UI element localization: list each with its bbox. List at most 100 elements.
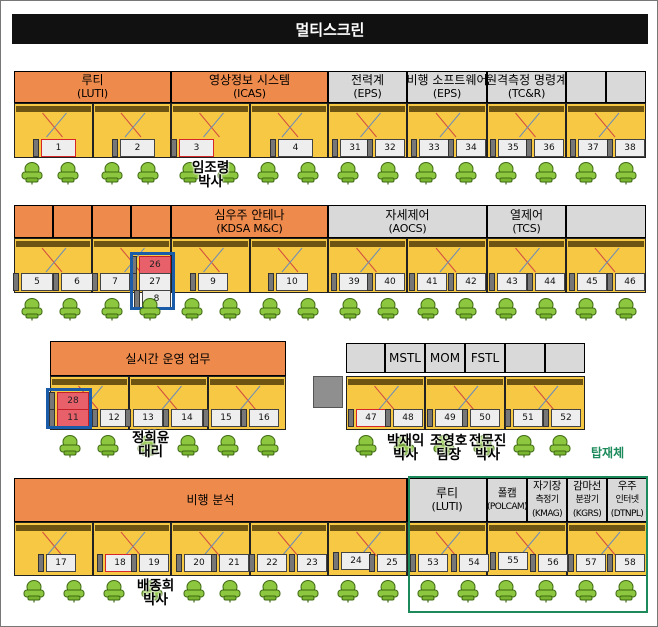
- desk-surface: [507, 379, 583, 385]
- chair-icon: [137, 435, 159, 458]
- chair-icon: [339, 298, 361, 321]
- pc-tower: [411, 139, 417, 157]
- monitor-screen: 24: [341, 552, 371, 570]
- chair-icon: [179, 162, 201, 185]
- pc-tower: [543, 409, 549, 427]
- monitor-screen: 21: [219, 554, 249, 572]
- monitor-screen: 13: [133, 409, 163, 427]
- header-text: 측정기: [535, 495, 559, 505]
- chair-icon: [473, 435, 495, 458]
- desk-surface: [409, 525, 485, 531]
- pc-tower: [333, 552, 339, 570]
- header-h11: MOM: [425, 343, 465, 373]
- header-text: (ICAS): [233, 87, 266, 100]
- pc-tower: [530, 554, 536, 572]
- header-text: MSTL: [389, 351, 421, 365]
- monitor-screen: 42: [456, 273, 486, 291]
- monitor-screen: 41: [417, 273, 447, 291]
- chair-icon: [457, 580, 479, 603]
- desk-surface: [568, 241, 644, 247]
- desk-surface: [330, 241, 405, 247]
- pc-tower: [409, 273, 415, 291]
- header-h12: FSTL: [465, 343, 505, 373]
- pc-tower: [348, 409, 354, 427]
- monitor-screen: 53: [418, 554, 448, 572]
- desk-surface: [489, 241, 564, 247]
- chair-icon: [535, 162, 557, 185]
- cable-lines: [374, 385, 399, 411]
- person-role: 팀장: [436, 447, 462, 463]
- header-blank: [566, 71, 606, 103]
- cable-lines: [277, 531, 303, 557]
- cable-lines: [199, 531, 224, 557]
- chair-icon: [415, 162, 437, 185]
- header-blank: [14, 205, 53, 238]
- cable-lines: [595, 531, 621, 557]
- person-role: 박사: [198, 174, 224, 190]
- pc-tower: [38, 554, 44, 572]
- header-h4: 비행 소프트웨어(EPS): [407, 71, 487, 103]
- chair-icon: [177, 435, 199, 458]
- chair-icon: [549, 435, 571, 458]
- chair-icon: [217, 162, 239, 185]
- chair-icon: [59, 435, 81, 458]
- header-text: 자기장: [533, 480, 561, 492]
- header-h1: 루티(LUTI): [14, 71, 171, 103]
- desk-surface: [16, 241, 90, 247]
- monitor-screen: 7: [100, 273, 130, 291]
- pc-tower: [332, 139, 338, 157]
- highlight-frame: [46, 388, 92, 429]
- chair-icon: [337, 162, 359, 185]
- pc-tower: [92, 273, 98, 291]
- chair-icon: [417, 580, 439, 603]
- header-text: (DTNPL): [610, 509, 644, 519]
- monitor-screen: 48: [393, 409, 423, 427]
- monitor-screen: 19: [139, 554, 169, 572]
- chair-icon: [297, 580, 319, 603]
- pc-tower: [92, 409, 98, 427]
- chair-icon: [21, 162, 43, 185]
- cable-lines: [594, 112, 620, 138]
- header-text: (KMAG): [531, 509, 563, 519]
- pc-tower: [462, 409, 468, 427]
- person-role: 박사: [143, 592, 169, 608]
- chair-icon: [23, 580, 45, 603]
- pc-tower: [490, 552, 496, 570]
- header-text: 영상정보 시스템: [208, 73, 291, 87]
- header-text: 인터넷: [615, 495, 639, 505]
- monitor-screen: 32: [375, 139, 405, 157]
- desk-surface: [427, 379, 503, 385]
- header-blank: [545, 343, 585, 373]
- pc-tower: [53, 273, 59, 291]
- pc-tower: [527, 273, 533, 291]
- desk-surface: [173, 241, 248, 247]
- monitor-screen: 39: [339, 273, 369, 291]
- monitor-screen: 9: [198, 273, 228, 291]
- chair-icon: [137, 162, 159, 185]
- pc-tower: [367, 273, 373, 291]
- chair-icon: [21, 298, 43, 321]
- header-text: 실시간 운영 업무: [125, 351, 211, 366]
- desk-surface: [95, 106, 169, 112]
- monitor-screen: 15: [211, 409, 241, 427]
- cable-lines: [157, 385, 182, 411]
- cable-lines: [120, 531, 146, 557]
- header-text: (KDSA M&C): [216, 221, 283, 235]
- monitor-screen: 16: [249, 409, 279, 427]
- chair-icon: [97, 435, 119, 458]
- desk-surface: [210, 379, 284, 385]
- desk-surface: [330, 525, 405, 531]
- pc-tower: [171, 139, 177, 157]
- cable-lines: [199, 112, 224, 138]
- cable-lines: [594, 247, 620, 273]
- header-h6: 심우주 안테나(KDSA M&C): [171, 205, 328, 238]
- chair-icon: [139, 298, 161, 321]
- monitor-screen: 22: [257, 554, 287, 572]
- header-text: (AOCS): [388, 221, 427, 235]
- desk-surface: [569, 525, 645, 531]
- chair-icon: [101, 162, 123, 185]
- desk-surface: [252, 241, 326, 247]
